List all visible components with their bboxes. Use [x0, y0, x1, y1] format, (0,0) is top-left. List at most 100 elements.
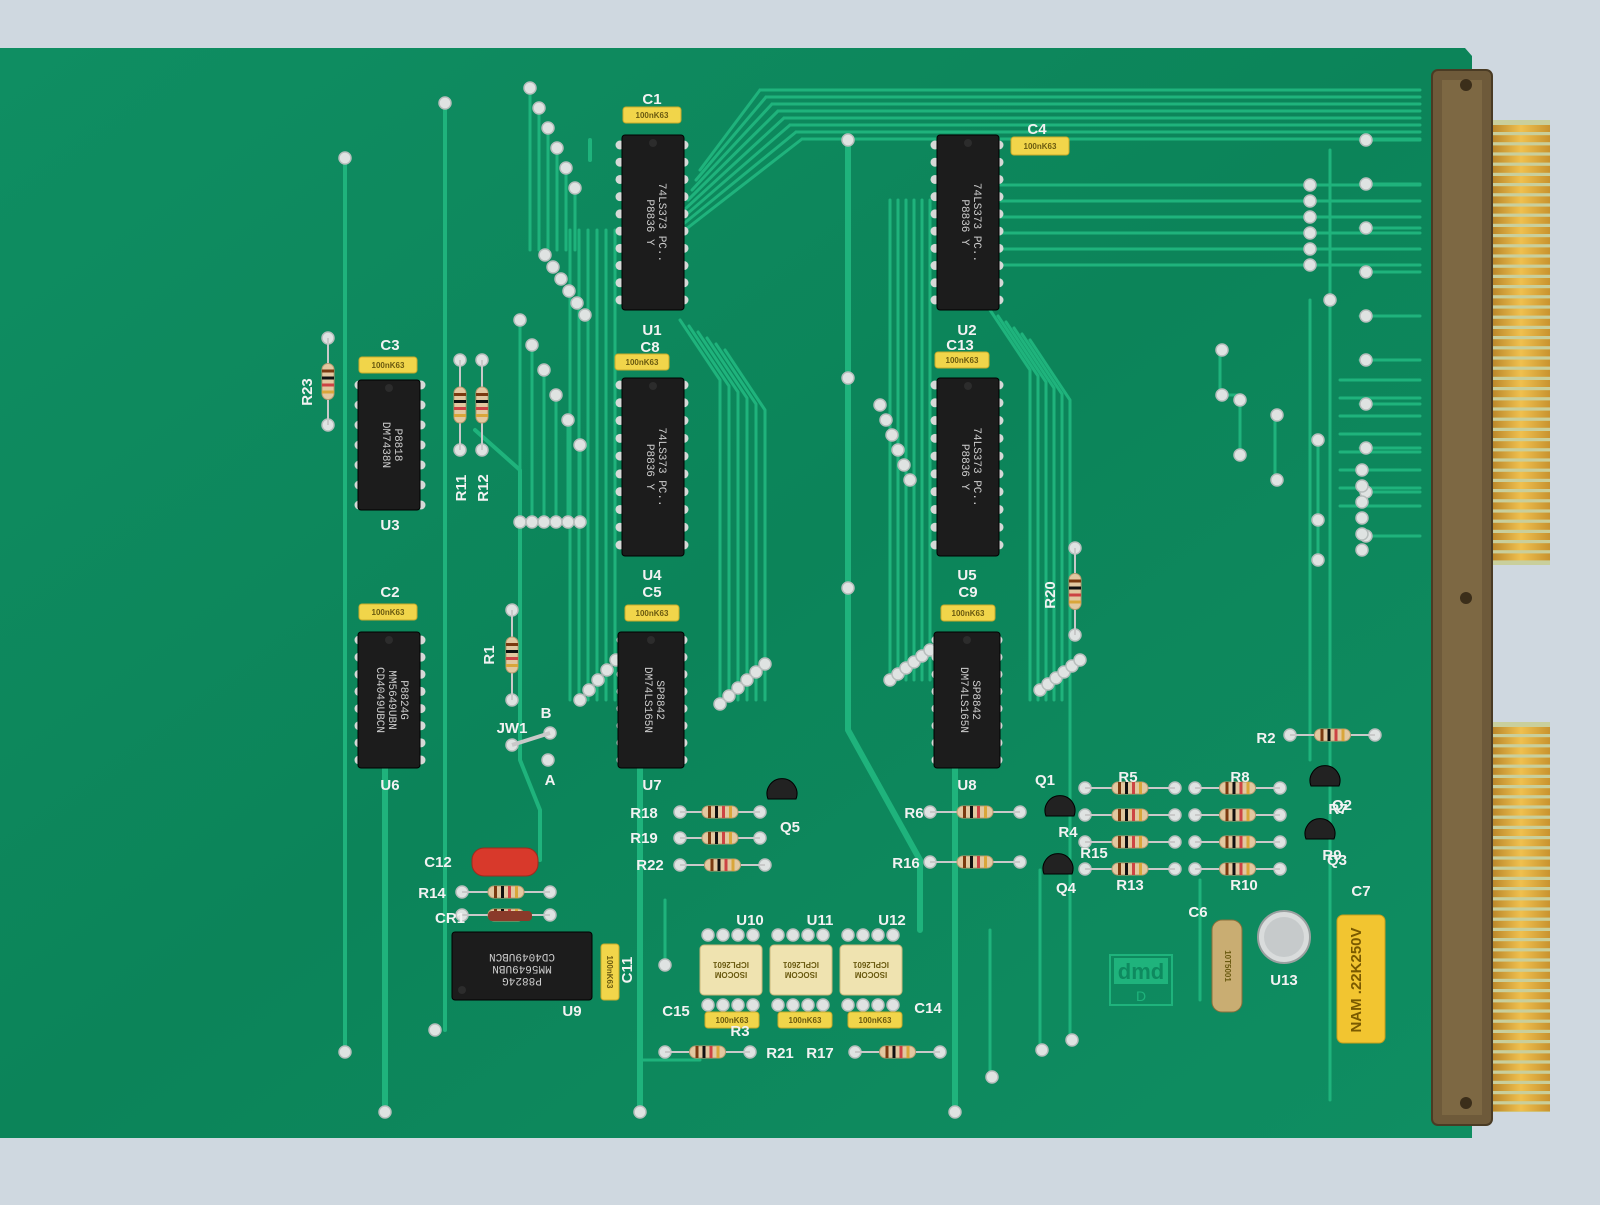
- resistor-body: [701, 805, 739, 819]
- resistor-band: [506, 657, 518, 660]
- resistor-band: [970, 856, 973, 868]
- via-pad: [559, 161, 573, 175]
- resistor: [680, 831, 760, 845]
- via-pad: [713, 697, 727, 711]
- gold-finger: [1492, 788, 1550, 796]
- silk-label-q5: Q5: [780, 819, 800, 836]
- resistor-body: [704, 858, 741, 872]
- ic-marking-line: P8824G: [502, 974, 542, 986]
- silk-label-c6: C6: [1188, 904, 1207, 921]
- via-pad: [537, 363, 551, 377]
- resistor-band: [963, 856, 966, 868]
- optocoupler-marking-line: ISOCOM: [714, 970, 747, 979]
- optocoupler-marking-line: ICPL2601: [852, 960, 889, 969]
- trace: [714, 342, 758, 702]
- capacitor-marking: 100nK63: [952, 609, 985, 618]
- resistor-band: [1246, 863, 1250, 875]
- resistor-band: [722, 832, 725, 844]
- resistor-band: [1239, 782, 1243, 794]
- optocoupler-marking: ISOCOMICPL2601: [712, 960, 749, 979]
- via-pad: [378, 1105, 392, 1119]
- capacitor-marking: 100nK63: [1024, 142, 1057, 151]
- via-pad: [1270, 408, 1284, 422]
- silk-label-c1: C1: [642, 91, 661, 108]
- resistor-body: [956, 805, 994, 819]
- silk-label-r23: R23: [299, 378, 316, 406]
- gold-finger: [1492, 308, 1550, 316]
- gold-finger: [1492, 1012, 1550, 1020]
- resistor: [462, 885, 550, 899]
- via-pad: [701, 998, 715, 1012]
- trace: [638, 958, 702, 1062]
- via-pad: [582, 683, 596, 697]
- diode-cr1: [488, 911, 532, 921]
- via-pad: [549, 515, 563, 529]
- ic-notch: [385, 636, 393, 644]
- ic-body: [933, 631, 1001, 769]
- axial-capacitor-c6-marking: 10T5001: [1223, 950, 1232, 982]
- via-pad: [1215, 343, 1229, 357]
- resistor: [680, 858, 765, 872]
- resistor-band: [322, 376, 334, 380]
- resistor-body: [1219, 835, 1256, 849]
- silk-label-u8: U8: [957, 777, 976, 794]
- resistor-band: [702, 1046, 706, 1058]
- via-pad: [903, 473, 917, 487]
- via-pad: [523, 81, 537, 95]
- gold-finger: [1492, 961, 1550, 969]
- via-pad: [1303, 178, 1317, 192]
- resistor-band: [970, 806, 973, 818]
- silk-label-q3: Q3: [1327, 852, 1347, 869]
- silk-label-u7: U7: [642, 777, 661, 794]
- capacitor-marking: 100nK63: [626, 358, 659, 367]
- trace: [1012, 326, 1056, 702]
- via-pad: [570, 296, 584, 310]
- gold-finger: [1492, 512, 1550, 520]
- resistor-band: [1132, 863, 1135, 875]
- ic-marking-line: SP8842: [969, 680, 981, 720]
- gold-finger: [1492, 186, 1550, 194]
- via-pad: [816, 998, 830, 1012]
- ic-notch: [647, 636, 655, 644]
- via-pad: [562, 284, 576, 298]
- resistor-band: [977, 806, 980, 818]
- capacitor-body: [358, 356, 418, 374]
- via-pad: [841, 371, 855, 385]
- via-pad: [1359, 441, 1373, 455]
- resistor: [930, 805, 1020, 819]
- resistor-band: [476, 414, 488, 417]
- silk-label-r5: R5: [1118, 769, 1137, 786]
- gold-finger: [1492, 237, 1550, 245]
- via-pad: [722, 689, 736, 703]
- resistor-band: [506, 643, 518, 646]
- gold-finger: [1492, 247, 1550, 255]
- resistor: [1085, 808, 1175, 822]
- trace: [996, 314, 1040, 702]
- resistor: [855, 1045, 940, 1059]
- resistor-band: [1139, 863, 1142, 875]
- gold-finger: [1492, 839, 1550, 847]
- resistor-band: [1232, 863, 1236, 875]
- silk-label-c3: C3: [380, 337, 399, 354]
- gold-finger: [1492, 145, 1550, 153]
- gold-finger: [1492, 206, 1550, 214]
- via-pad: [816, 928, 830, 942]
- ic-body: [621, 377, 685, 557]
- film-capacitor-c7-marking: NAM .22K250V: [1348, 927, 1365, 1032]
- film-capacitor-c7: [1336, 914, 1386, 1044]
- resistor-band: [1132, 782, 1135, 794]
- silk-label-u2: U2: [957, 322, 976, 339]
- silk-label-q1: Q1: [1035, 772, 1055, 789]
- resistor-band: [508, 886, 511, 898]
- via-pad: [538, 248, 552, 262]
- silk-label-r9: R9: [1322, 847, 1341, 864]
- via-pad: [525, 515, 539, 529]
- gold-finger: [1492, 778, 1550, 785]
- resistor-band: [454, 407, 466, 410]
- gold-finger: [1492, 135, 1550, 143]
- gold-finger: [1492, 390, 1550, 398]
- resistor-body: [1111, 835, 1149, 849]
- resistor-body: [1314, 728, 1351, 742]
- resistor-band: [1118, 782, 1121, 794]
